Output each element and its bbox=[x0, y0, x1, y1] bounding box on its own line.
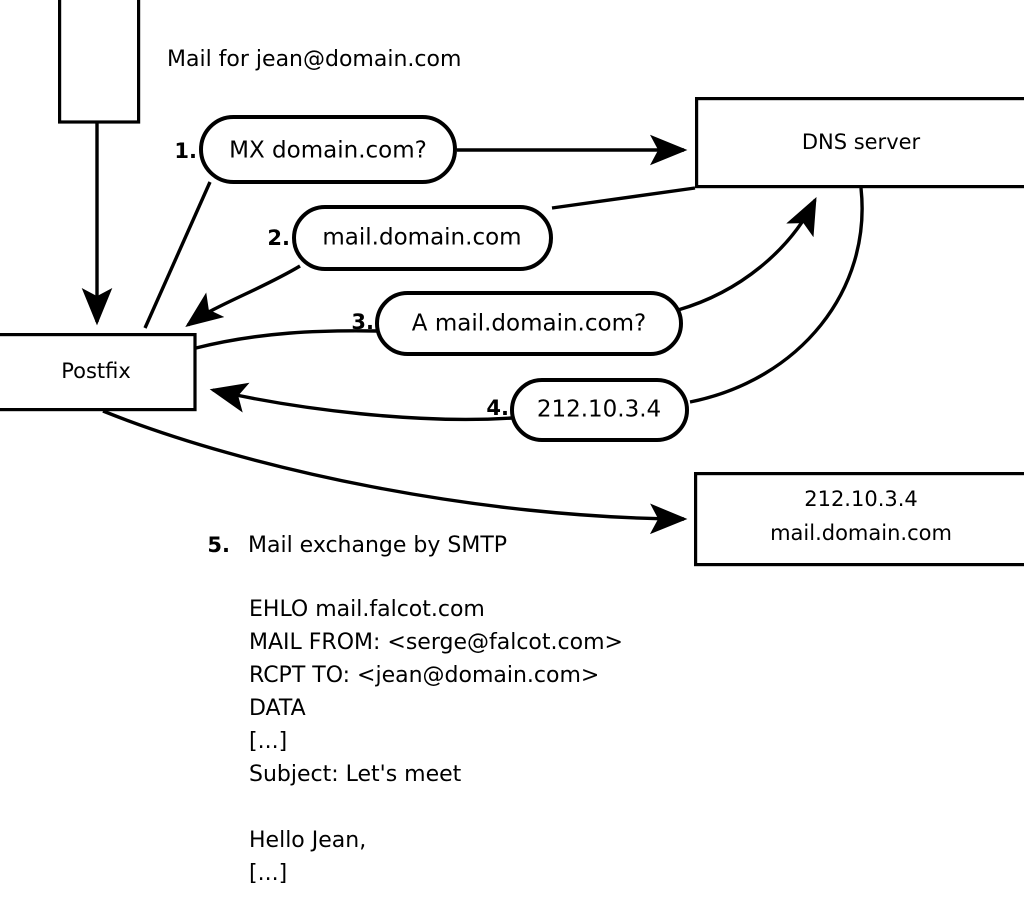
node-client-box[interactable] bbox=[57, 0, 141, 124]
node-postfix-box[interactable] bbox=[0, 333, 197, 412]
node-postfix-label: Postfix bbox=[61, 359, 131, 383]
step-3-number: 3. bbox=[351, 310, 374, 334]
edge-step4-to-postfix bbox=[209, 382, 513, 422]
edge-postfix-to-step1 bbox=[143, 181, 212, 329]
step-1-label: MX domain.com? bbox=[229, 138, 427, 164]
edge-postfix-to-target bbox=[102, 409, 688, 535]
smtp-line: EHLO mail.falcot.com bbox=[249, 597, 485, 622]
node-dns-box[interactable] bbox=[694, 96, 1024, 189]
edge-dns-to-step2 bbox=[551, 186, 696, 210]
step-1-bubble[interactable] bbox=[199, 115, 457, 184]
step-4-number: 4. bbox=[486, 396, 509, 420]
step-3-bubble[interactable] bbox=[375, 291, 683, 356]
mail-for-caption: Mail for jean@domain.com bbox=[167, 47, 461, 72]
edge-step2-to-postfix bbox=[185, 264, 301, 328]
edge-dns-to-step4 bbox=[689, 187, 864, 404]
step-2-number: 2. bbox=[267, 226, 290, 250]
edge-step3-to-dns bbox=[677, 196, 817, 312]
step-2-bubble[interactable] bbox=[292, 205, 553, 271]
smtp-line bbox=[249, 890, 623, 919]
node-target-host-label: mail.domain.com bbox=[770, 521, 952, 545]
step-3-label: A mail.domain.com? bbox=[412, 311, 646, 337]
step-2-label: mail.domain.com bbox=[322, 225, 521, 251]
step-5-number: 5. bbox=[207, 533, 230, 557]
node-target-box[interactable] bbox=[693, 472, 1024, 567]
smtp-line bbox=[249, 791, 623, 824]
step-5-label: Mail exchange by SMTP bbox=[248, 533, 507, 558]
smtp-line: [...] bbox=[249, 729, 288, 754]
step-4-label: 212.10.3.4 bbox=[537, 397, 661, 423]
node-dns-label: DNS server bbox=[802, 130, 921, 154]
step-1-number: 1. bbox=[174, 139, 197, 163]
step-4-bubble[interactable] bbox=[510, 378, 689, 442]
smtp-line: DATA bbox=[249, 696, 306, 721]
edge-postfix-to-step3 bbox=[195, 329, 379, 350]
smtp-line: Subject: Let's meet bbox=[249, 762, 462, 787]
smtp-line: RCPT TO: <jean@domain.com> bbox=[249, 663, 600, 688]
smtp-line: MAIL FROM: <serge@falcot.com> bbox=[249, 630, 623, 655]
node-target-ip-label: 212.10.3.4 bbox=[804, 487, 918, 511]
smtp-line: Hello Jean, bbox=[249, 828, 367, 853]
smtp-line: [...] bbox=[249, 861, 288, 886]
